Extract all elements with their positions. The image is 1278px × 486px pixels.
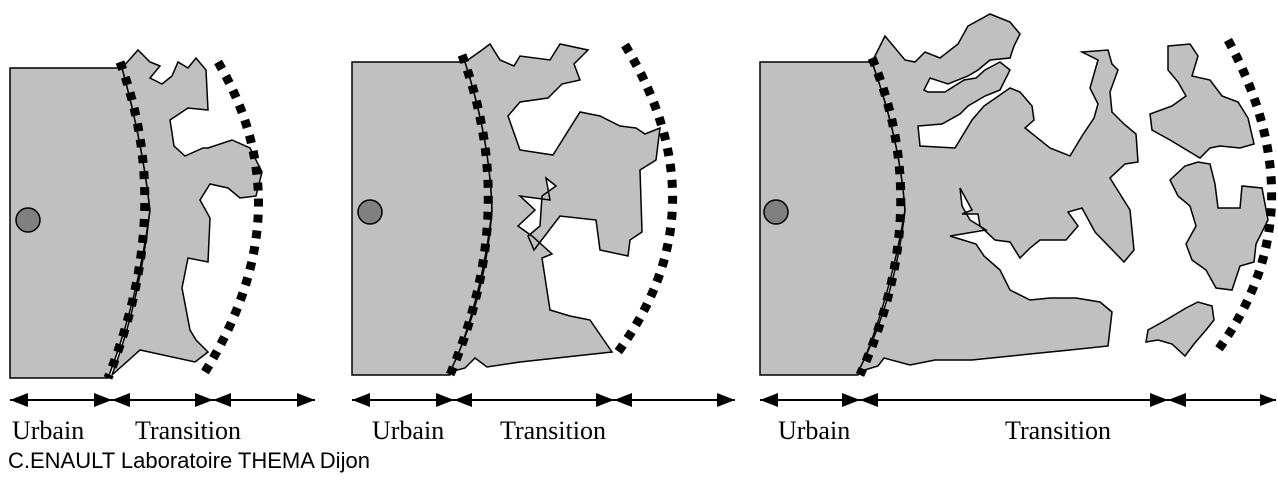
panel-1-urbain-label: Urbain — [12, 416, 85, 445]
transition-boundary-1 — [201, 59, 263, 375]
satellite-patch-south — [1145, 301, 1215, 358]
panel-3-urbain-label: Urbain — [778, 416, 851, 445]
panel-1 — [9, 48, 263, 380]
credit-line: C.ENAULT Laboratoire THEMA Dijon — [8, 448, 370, 473]
panel-1-transition-label: Transition — [135, 416, 241, 445]
transition-boundary-3 — [1214, 37, 1277, 353]
city-center-3 — [763, 199, 789, 225]
zone-axes — [10, 393, 1276, 407]
panel-2 — [351, 42, 678, 377]
urban-boundary-1 — [103, 60, 150, 380]
urban-boundary-2 — [445, 53, 493, 377]
panel-2-urbain-label: Urbain — [372, 416, 445, 445]
panel-3 — [759, 13, 1277, 377]
city-center-1 — [15, 207, 41, 233]
satellite-patch-north — [1149, 43, 1255, 159]
city-center-2 — [357, 199, 383, 225]
transition-boundary-2 — [611, 42, 678, 359]
panel-2-transition-label: Transition — [500, 416, 606, 445]
panel-3-transition-label: Transition — [1005, 416, 1111, 445]
transition-zone-2 — [448, 42, 661, 374]
satellite-patch-east — [1169, 161, 1269, 291]
